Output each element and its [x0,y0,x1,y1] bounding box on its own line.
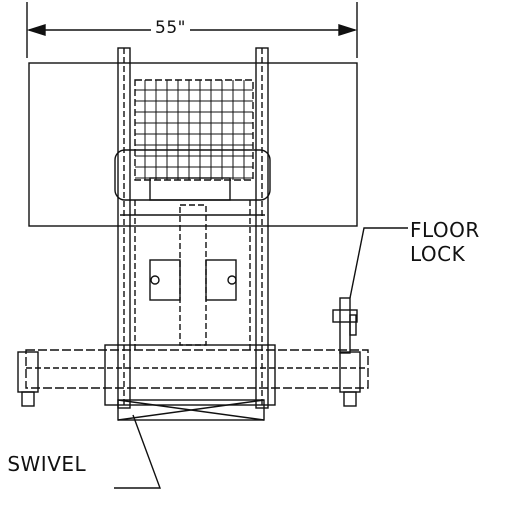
floor-lock-line2: LOCK [410,242,466,266]
floor-lock-callout: FLOOR LOCK [410,218,480,266]
base-assembly [25,344,369,421]
floor-lock-device [332,297,358,354]
dimension-55in [26,2,358,58]
left-caster [17,351,39,407]
platform-outline [28,62,358,227]
right-caster [339,351,361,407]
dimension-arrow-right [338,24,358,36]
dimension-label: 55" [151,18,190,38]
floor-lock-leader [349,227,408,299]
dimension-arrow-left [26,24,46,36]
floor-lock-line1: FLOOR [410,218,480,242]
mesh-basket [134,79,254,181]
swivel-callout: C SWIVEL [0,452,87,476]
swivel-leader [114,414,162,489]
mast-uprights [117,47,269,409]
carriage-frame [114,149,271,350]
